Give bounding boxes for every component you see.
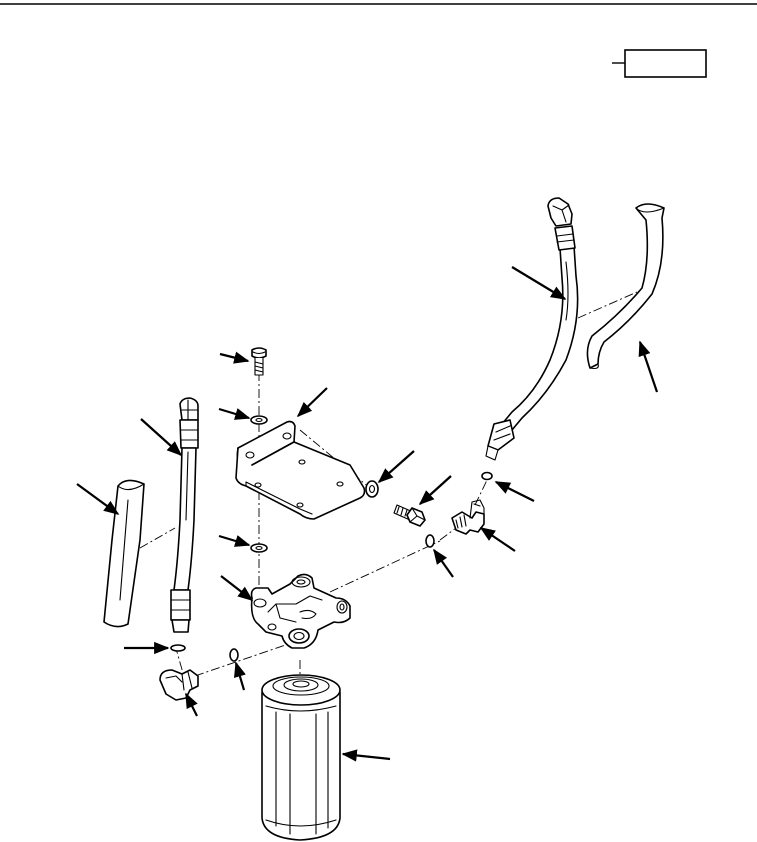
- flat-washer: [365, 480, 379, 498]
- arrow-mounting-bracket: [296, 387, 328, 418]
- o-ring-left-head: [229, 648, 239, 662]
- arrow-o-ring-left-head: [234, 661, 246, 691]
- arrow-elbow-fitting-right: [479, 527, 516, 552]
- hose-left: [170, 397, 199, 633]
- o-ring-right-head: [425, 534, 435, 548]
- arrow-o-ring-right-head: [433, 548, 454, 578]
- arrow-lockwasher-bottom: [218, 534, 251, 547]
- o-ring-left-fitting: [170, 644, 186, 652]
- hose-right: [485, 197, 579, 461]
- mounting-bolt: [251, 347, 267, 376]
- arrow-flat-washer: [377, 450, 415, 484]
- mounting-bracket: [235, 420, 366, 520]
- callout-box: [612, 49, 707, 78]
- fuel-filter-element: [261, 674, 341, 841]
- arrow-fuel-filter-element: [341, 749, 391, 762]
- arrow-hose-left: [140, 418, 183, 457]
- arrow-o-ring-right-fitting: [494, 481, 535, 502]
- arrow-filter-head: [220, 575, 254, 601]
- arrow-bracket-bolt: [418, 475, 452, 506]
- arrow-lockwasher-top: [218, 407, 251, 420]
- elbow-fitting-left: [159, 669, 199, 701]
- o-ring-right-fitting: [481, 471, 493, 481]
- bracket-bolt: [393, 504, 426, 527]
- leader-arrows: [76, 266, 659, 762]
- arrow-sleeve-right: [638, 340, 659, 393]
- filter-head: [250, 573, 351, 649]
- lockwasher-top: [250, 415, 268, 425]
- arrow-mounting-bolt: [219, 351, 250, 364]
- arrow-hose-right: [511, 266, 567, 300]
- elbow-fitting-right: [451, 499, 485, 535]
- sleeve-left: [103, 479, 145, 628]
- lockwasher-bottom: [250, 543, 268, 553]
- sleeve-right: [586, 203, 665, 370]
- arrow-sleeve-left: [76, 483, 120, 515]
- arrow-elbow-fitting-left: [185, 692, 198, 717]
